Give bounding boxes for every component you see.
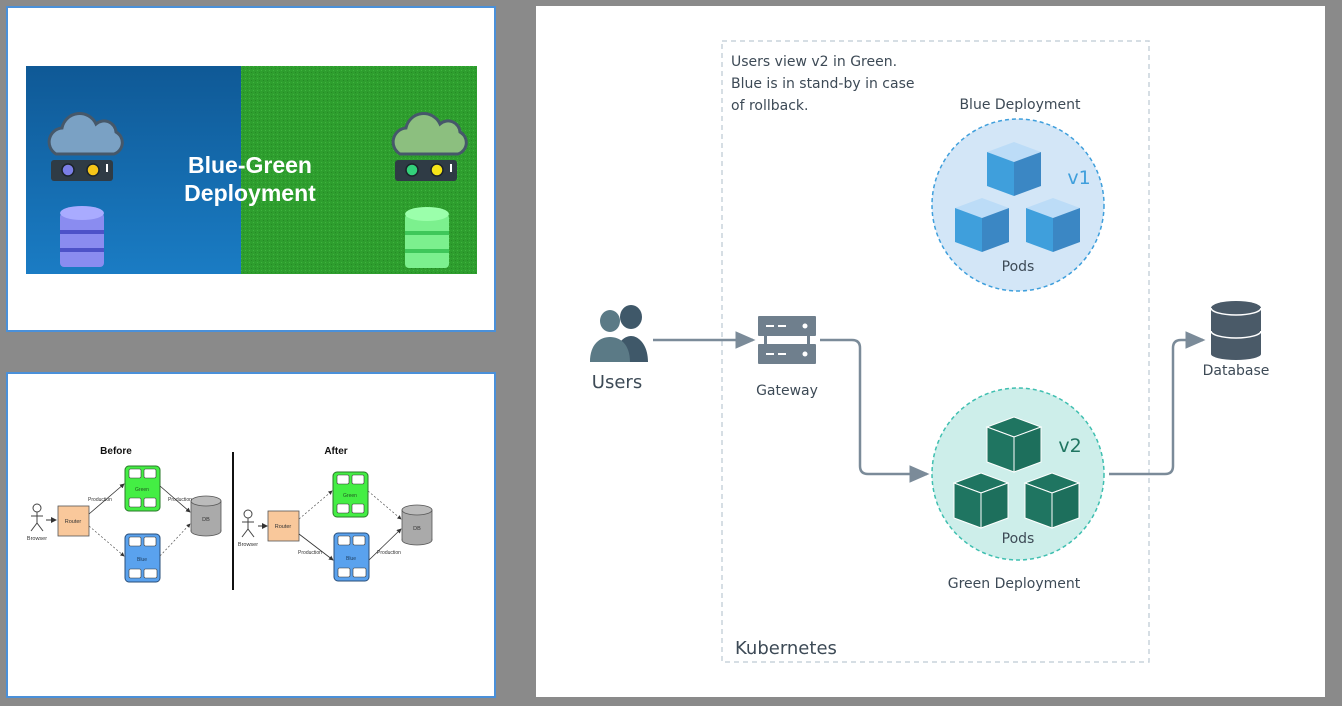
after-router-label: Router: [275, 524, 292, 530]
note-line-2: Blue is in stand-by in case: [731, 76, 914, 92]
after-production-label-2: Production: [377, 550, 401, 556]
after-production-label-1: Production: [298, 550, 322, 556]
after-db-icon: [401, 504, 433, 546]
green-pod-cube-icon: [952, 472, 1010, 529]
kubernetes-diagram: Users view v2 in Green. Blue is in stand…: [590, 40, 1270, 663]
cloud-server-icon-blue: [47, 112, 124, 181]
blue-pods-label: Pods: [1002, 259, 1035, 275]
users-icon: [590, 305, 648, 362]
before-db-icon: [190, 495, 222, 537]
before-heading: Before: [100, 446, 132, 457]
banner-graphic: Blue-Green Deployment: [26, 66, 477, 274]
before-db-label: DB: [202, 517, 210, 523]
kubernetes-cluster-boundary: [721, 40, 1150, 663]
green-pod-cube-icon: [1023, 472, 1081, 529]
slide-thumbnail-before-after[interactable]: Before Browser Router Green: [6, 372, 496, 698]
cloud-server-icon-green: [391, 112, 468, 181]
note-line-3: of rollback.: [731, 98, 808, 114]
banner-title-line2: Deployment: [184, 180, 316, 206]
before-router-label: Router: [65, 519, 82, 525]
before-blue-label: Blue: [137, 557, 147, 563]
before-router-box: [57, 505, 90, 537]
before-green-env: [124, 465, 161, 512]
database-icon-blue: [60, 206, 104, 267]
blue-pod-cube-icon: [987, 142, 1041, 196]
gateway-server-icon: [758, 316, 816, 364]
note-line-1: Users view v2 in Green.: [731, 54, 897, 70]
arrow-green-to-database: [1109, 331, 1206, 476]
blue-pod-cube-icon: [1026, 198, 1080, 252]
main-slide-kubernetes-diagram: Users view v2 in Green. Blue is in stand…: [536, 6, 1325, 697]
after-blue-label: Blue: [346, 556, 356, 562]
blue-pod-cube-icon: [955, 198, 1009, 252]
database-icon-green: [405, 207, 449, 268]
before-section: Before Browser Router Green: [27, 446, 222, 583]
slide-thumbnail-banner[interactable]: Blue-Green Deployment: [6, 6, 496, 332]
after-router-box: [267, 510, 300, 542]
after-browser-label: Browser: [238, 542, 258, 548]
users-label: Users: [592, 372, 642, 393]
after-green-label: Green: [343, 493, 357, 499]
before-production-label-1: Production: [88, 497, 112, 503]
after-db-label: DB: [413, 526, 421, 532]
green-deployment-label: Green Deployment: [948, 576, 1081, 592]
before-blue-env: [124, 533, 161, 583]
green-pod-cube-icon: [985, 416, 1043, 473]
database-label: Database: [1203, 363, 1270, 379]
before-production-label-2: Production: [168, 497, 192, 503]
green-pods-label: Pods: [1002, 531, 1035, 547]
database-icon: [1210, 301, 1262, 360]
browser-actor-icon: [30, 503, 44, 532]
gateway-label: Gateway: [756, 383, 818, 399]
banner-title-line1: Blue-Green: [188, 152, 312, 178]
before-browser-label: Browser: [27, 536, 47, 542]
green-version-label: v2: [1058, 435, 1081, 457]
after-green-env: [332, 471, 369, 518]
after-blue-env: [333, 532, 370, 582]
browser-actor-icon: [241, 509, 255, 538]
blue-deployment-label: Blue Deployment: [959, 97, 1081, 113]
after-heading: After: [324, 446, 347, 457]
arrow-gateway-to-green: [820, 338, 930, 483]
after-section: After Browser Router Green: [238, 446, 433, 582]
blue-version-label: v1: [1067, 167, 1090, 189]
kubernetes-label: Kubernetes: [735, 638, 837, 659]
before-after-diagram: Before Browser Router Green: [27, 446, 433, 590]
before-green-label: Green: [135, 487, 149, 493]
